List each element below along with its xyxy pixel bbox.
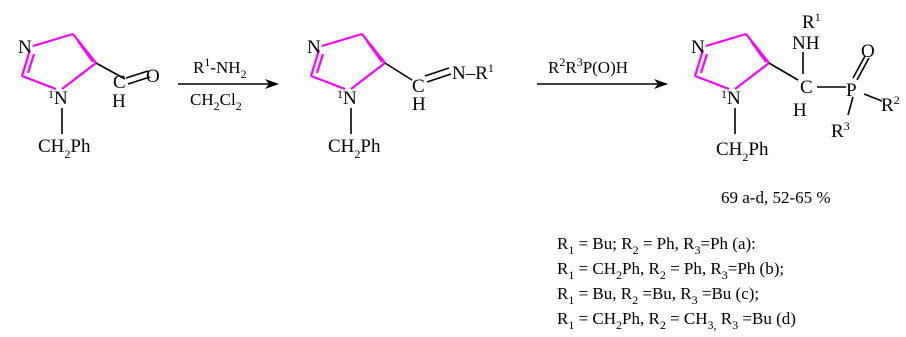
ring2-n1-label: 1N <box>337 87 357 109</box>
compound-product: N 1N R1 NH C H P O R2 R3 CH2Ph <box>691 10 900 164</box>
ring-n3-label: N <box>18 37 32 58</box>
substituent-line-c: R1 = Bu, R2 =Bu, R3 =Bu (c); <box>557 284 759 307</box>
benzyl-label-1: CH2Ph <box>38 136 91 161</box>
reaction-arrow-1: R1-NH2 CH2Cl2 <box>178 55 279 113</box>
arrow1-reagent: R1-NH2 <box>193 55 247 81</box>
substituent-list: R1 = Bu; R2 = Ph, R3=Ph (a): R1 = CH2Ph,… <box>557 234 796 332</box>
product-o-label: O <box>861 41 875 62</box>
reaction-arrow-2: R2R3P(O)H <box>537 55 668 89</box>
substituent-line-d: R1 = CH2Ph, R2 = CH3, R3 =Bu (d) <box>557 309 796 332</box>
arrow1-solvent: CH2Cl2 <box>190 90 242 113</box>
aldehyde-o-label: O <box>146 66 160 87</box>
aldehyde-h-label: H <box>112 91 126 112</box>
product-c-label: C <box>800 77 813 98</box>
ring3-n3-label: N <box>691 37 705 58</box>
product-r2-label: R2 <box>881 93 900 116</box>
aldehyde-bonds <box>61 62 151 134</box>
compound-aldehyde: N 1N C O H CH2Ph <box>18 32 160 161</box>
benzyl-label-2: CH2Ph <box>328 136 381 161</box>
product-r3-label: R3 <box>831 119 850 142</box>
product-r1-label: R1 <box>802 10 821 33</box>
substituent-line-b: R1 = CH2Ph, R2 = Ph, R3=Ph (b); <box>557 259 784 282</box>
yield-label: 69 a-d, 52-65 % <box>721 188 831 207</box>
product-bonds <box>734 52 883 134</box>
compound-imine: N 1N C N–R1 H CH2Ph <box>307 32 494 161</box>
benzyl-label-3: CH2Ph <box>716 139 769 164</box>
product-h-label: H <box>793 100 807 121</box>
imine-nr-label: N–R1 <box>452 61 494 84</box>
imidazole-ring-3 <box>693 32 770 91</box>
imine-c-label: C <box>412 76 425 97</box>
ring-n1-label: 1N <box>48 87 68 109</box>
imidazole-ring-2 <box>309 32 386 91</box>
product-nh-label: NH <box>792 33 820 54</box>
substituent-line-a: R1 = Bu; R2 = Ph, R3=Ph (a): <box>557 234 756 257</box>
imine-bonds <box>350 62 452 134</box>
ring3-n1-label: 1N <box>721 87 741 109</box>
ring2-n3-label: N <box>307 37 321 58</box>
imidazole-ring <box>20 32 97 91</box>
imine-h-label: H <box>412 94 426 115</box>
arrow2-reagent: R2R3P(O)H <box>548 55 628 77</box>
product-p-label: P <box>846 80 857 101</box>
aldehyde-c-label: C <box>113 72 126 93</box>
